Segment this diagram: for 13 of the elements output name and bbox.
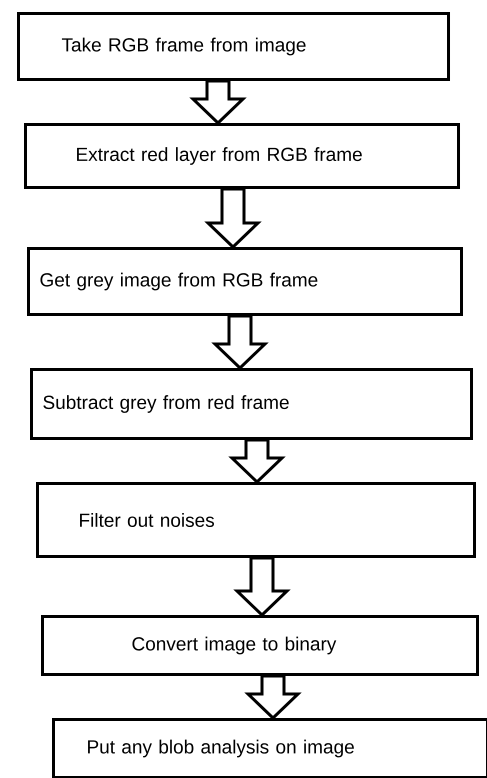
block-arrow [228,438,286,484]
block-arrow [244,674,302,720]
process-box: Get grey image from RGB frame [27,247,463,316]
process-box: Extract red layer from RGB frame [24,123,460,189]
process-box: Take RGB frame from image [17,12,450,81]
process-box: Subtract grey from red frame [30,368,473,440]
block-arrow [233,556,291,618]
process-box: Put any blob analysis on image [52,718,487,778]
process-box: Convert image to binary [41,615,479,676]
block-arrow [204,188,262,250]
process-box: Filter out noises [36,482,476,558]
block-arrow [189,80,247,126]
block-arrow [211,314,269,370]
